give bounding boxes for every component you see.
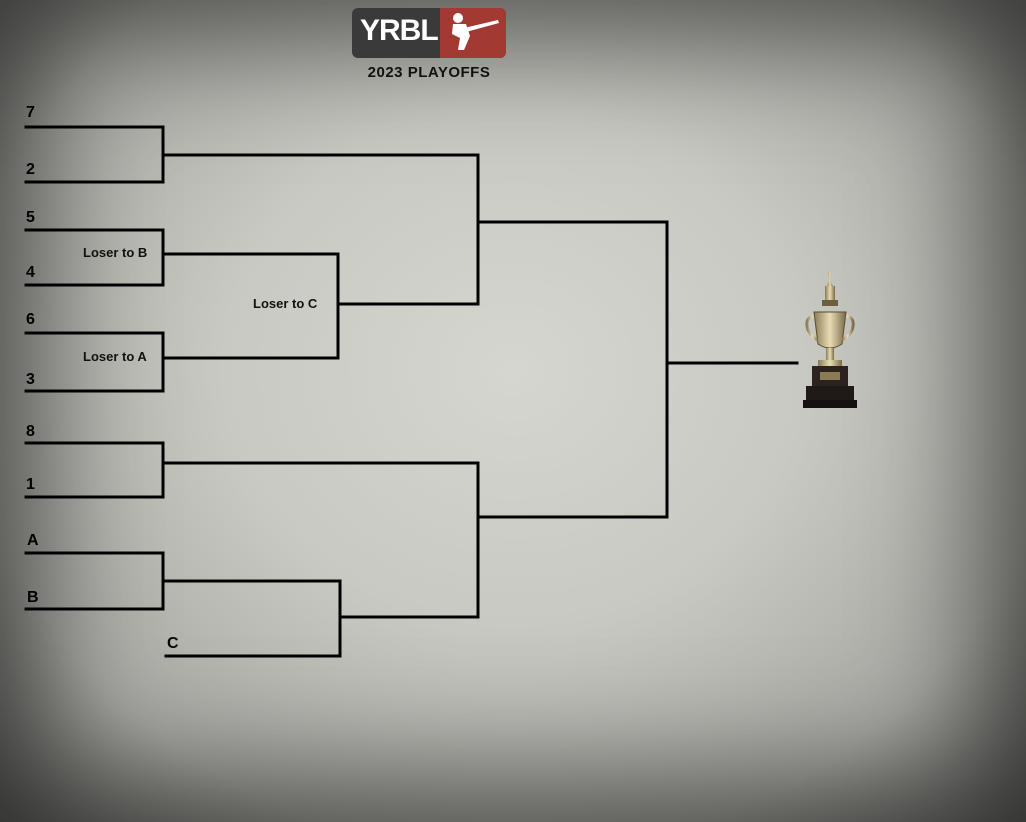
seed-label: 3: [26, 371, 35, 388]
page-title: 2023 PLAYOFFS: [367, 64, 491, 81]
seed-label: 8: [26, 423, 35, 440]
seed-label: 6: [26, 311, 35, 328]
seed-label: 4: [26, 264, 35, 281]
seed-label: A: [27, 532, 39, 549]
seed-label: 2: [26, 161, 35, 178]
logo-text: YRBL: [360, 14, 439, 47]
note-loser-to-b: Loser to B: [83, 245, 148, 260]
batter-silhouette-icon: [452, 13, 499, 50]
seed-label: C: [167, 635, 179, 652]
match-7-vs-2: [24, 125, 165, 184]
note-loser-to-c: Loser to C: [253, 296, 318, 311]
trophy-icon: [803, 272, 857, 408]
match-A-vs-B: [24, 551, 165, 611]
league-logo: YRBL: [352, 8, 506, 58]
note-loser-to-a: Loser to A: [83, 349, 147, 364]
logo-red-panel: [440, 8, 506, 58]
seed-label: B: [27, 589, 39, 606]
seed-label: 7: [26, 104, 35, 121]
match-8-vs-1: [24, 441, 165, 499]
seed-label: 5: [26, 209, 35, 226]
match-6-vs-3: [24, 331, 165, 393]
seed-label: 1: [26, 476, 35, 493]
match-5-vs-4: [24, 228, 165, 287]
